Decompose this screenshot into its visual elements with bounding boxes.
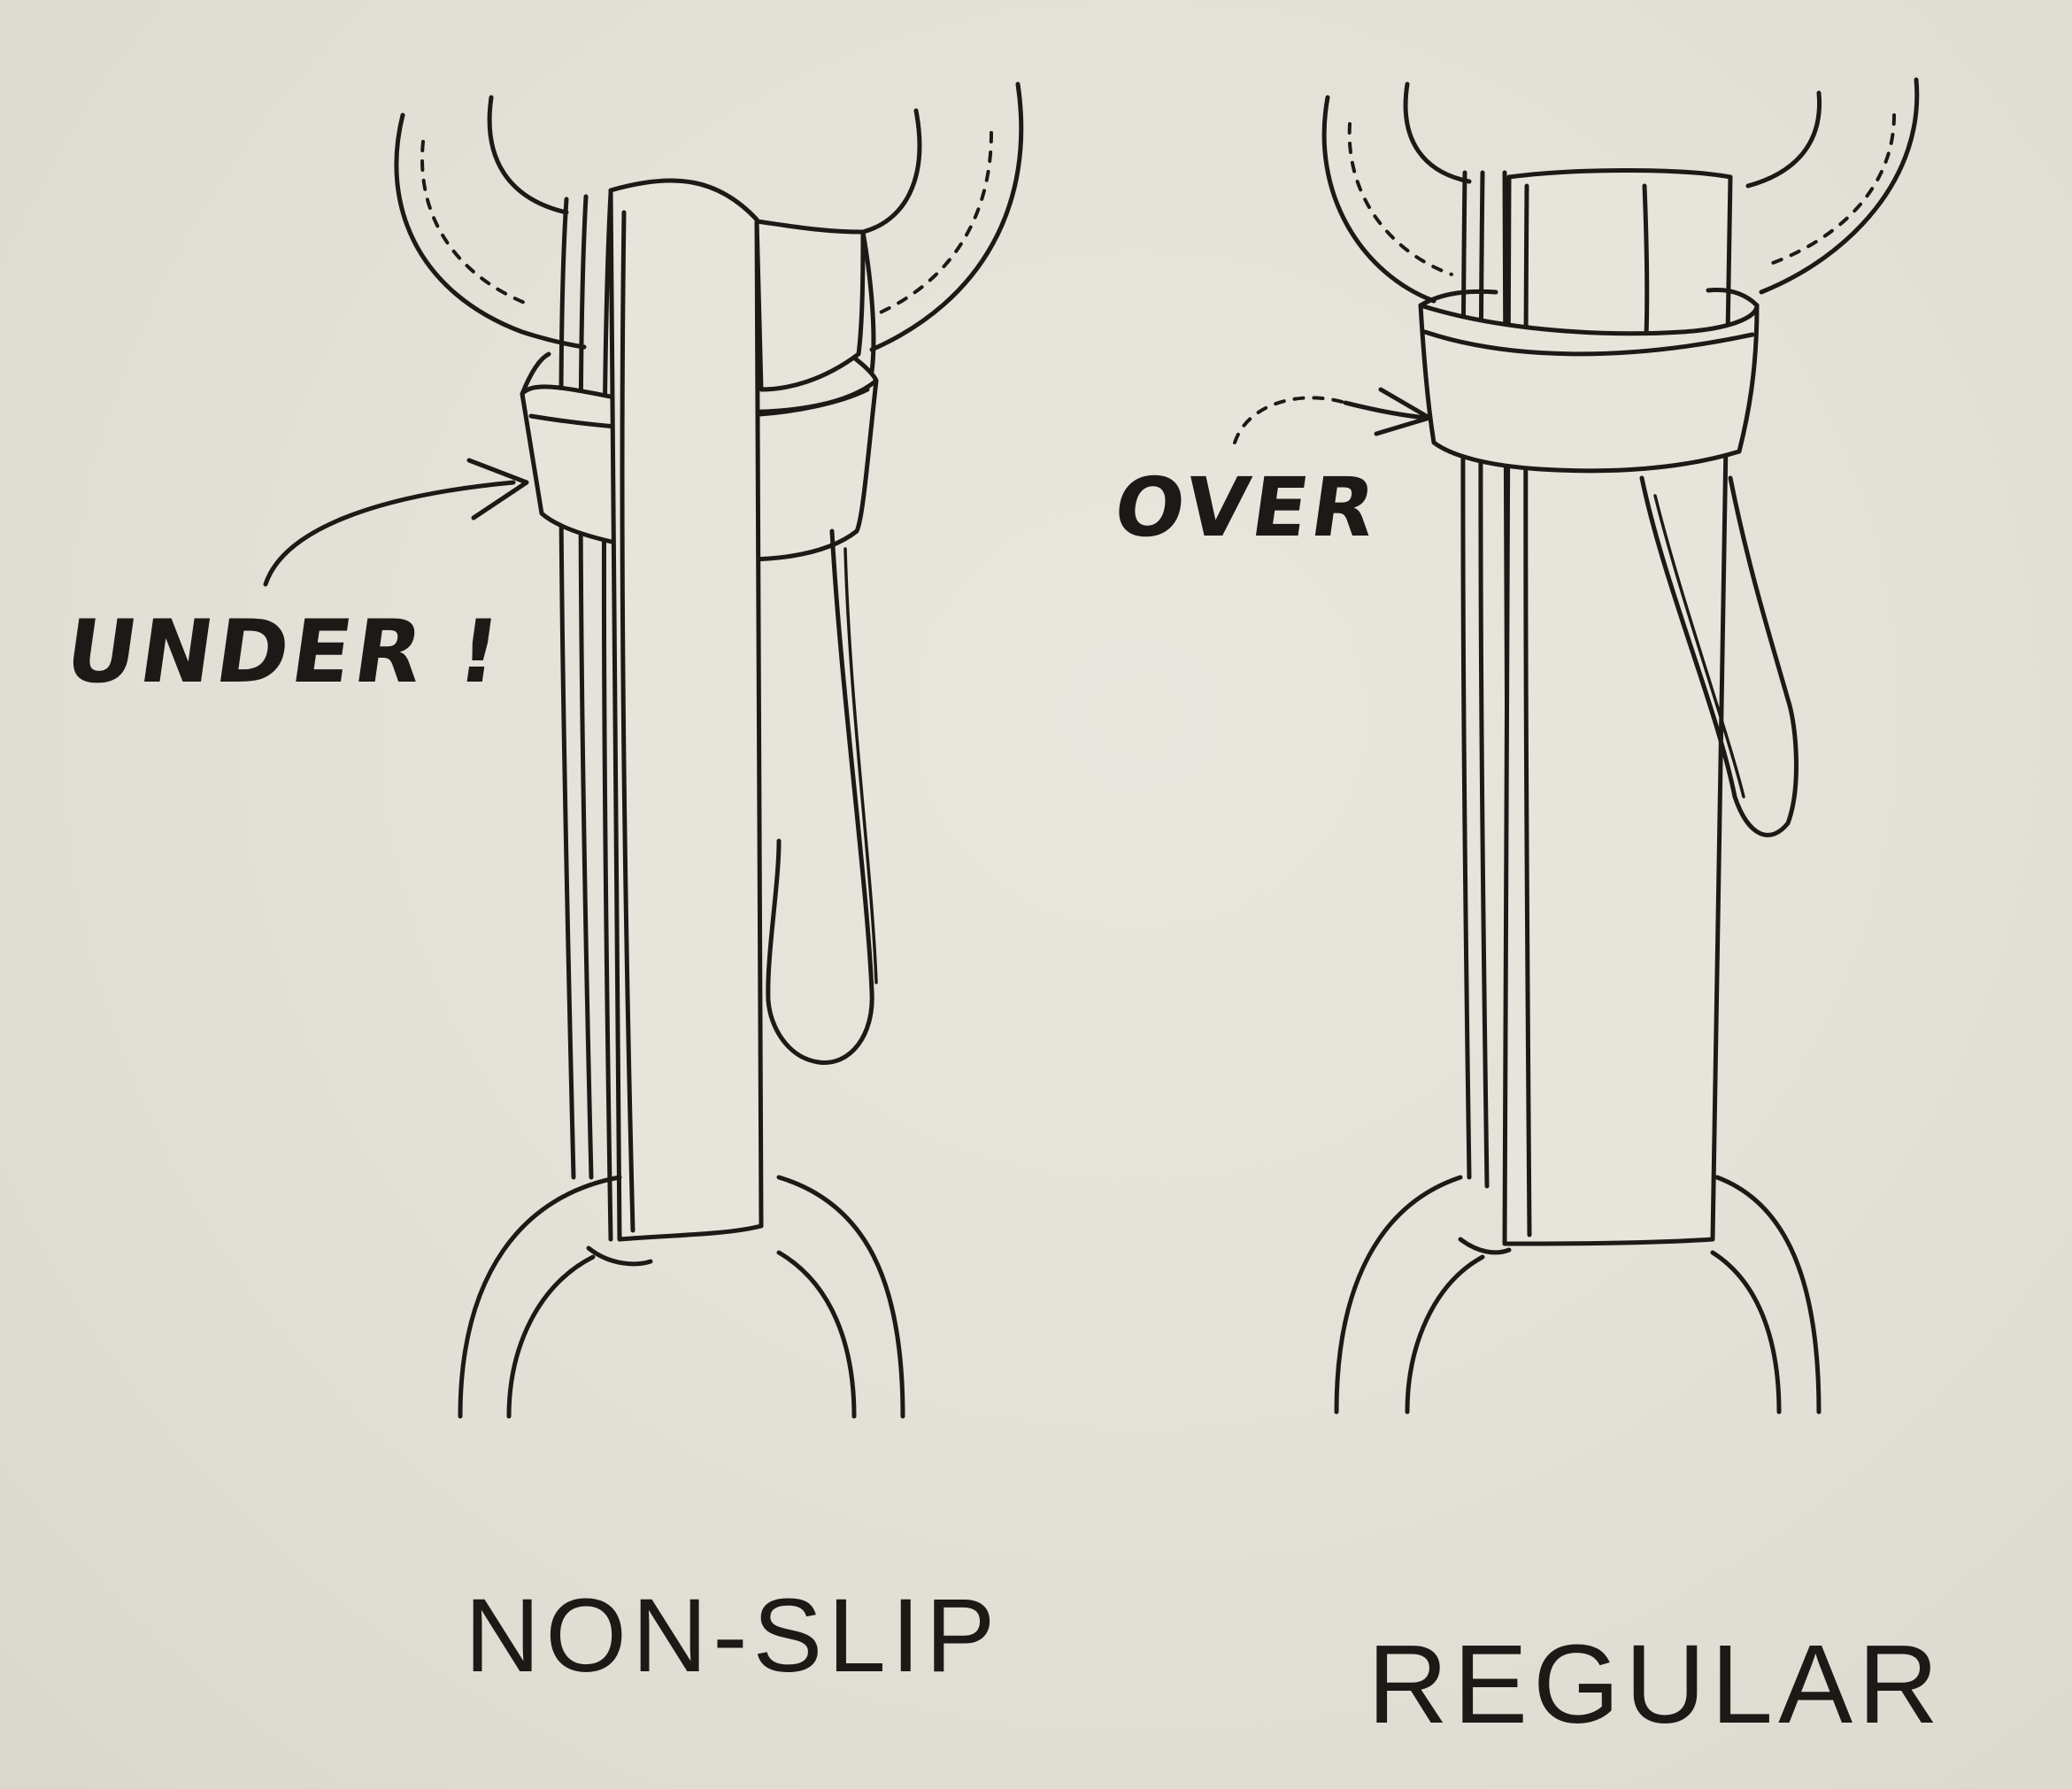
nonslip-strap-back-layers: [558, 190, 613, 1242]
nonslip-under-arrow: [263, 458, 529, 587]
nonslip-lower-ring: [458, 1175, 905, 1419]
regular-over-arrow: [1233, 387, 1432, 444]
nonslip-strap-front: [608, 178, 764, 1242]
over-annotation: OVER: [1108, 460, 1385, 555]
regular-strap-tail: [1639, 475, 1799, 837]
nonslip-illustration: [263, 81, 1024, 1419]
under-annotation: UNDER !: [58, 602, 510, 703]
regular-lower-ring: [1334, 1175, 1822, 1415]
nonslip-caption: NON-SLIP: [465, 1577, 1001, 1694]
nonslip-upper-ring: [394, 81, 1024, 352]
nonslip-strap-tail: [766, 528, 874, 1065]
regular-caption: REGULAR: [1367, 1622, 1945, 1747]
regular-keeper: [1418, 288, 1760, 474]
regular-upper-ring: [1321, 77, 1920, 304]
regular-illustration: [1233, 77, 1920, 1415]
